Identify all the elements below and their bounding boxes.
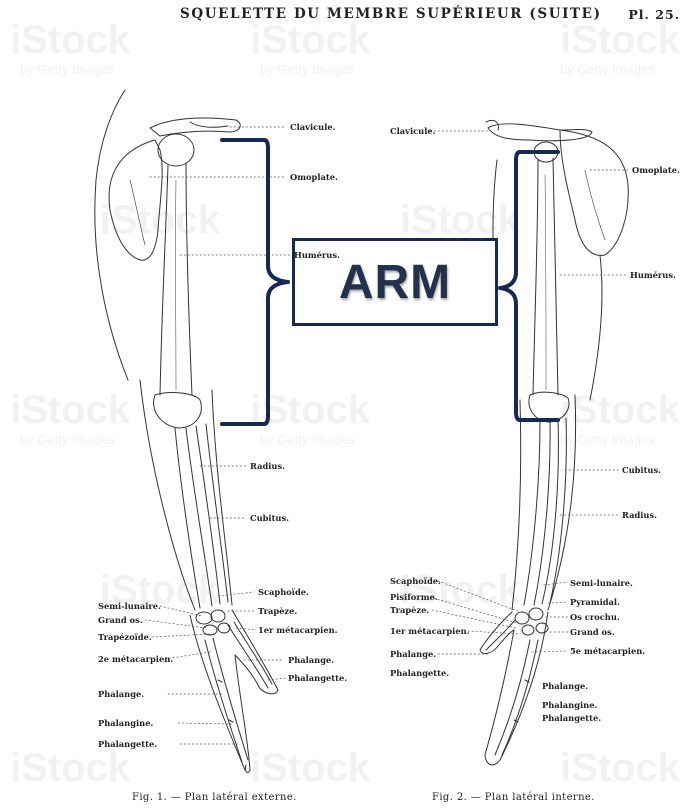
label-clavicule: Clavicule. bbox=[290, 122, 336, 132]
label-5e-metacarpien: 5e métacarpien. bbox=[570, 646, 645, 656]
label-clavicule: Clavicule. bbox=[390, 126, 436, 136]
label-phalange-right: Phalange. bbox=[542, 681, 588, 691]
fig2-caption: Fig. 2. — Plan latéral interne. bbox=[432, 792, 595, 803]
label-trapeze: Trapèze. bbox=[258, 606, 297, 616]
label-phalange-right: Phalange. bbox=[288, 655, 334, 665]
label-radius: Radius. bbox=[250, 461, 285, 471]
label-phalangette-right: Phalangette. bbox=[542, 713, 601, 723]
label-trapeze: Trapèze. bbox=[390, 605, 429, 615]
label-grand-os: Grand os. bbox=[570, 627, 615, 637]
label-trapezoide: Trapézoïde. bbox=[98, 632, 152, 642]
fig2-arm-drawing bbox=[480, 120, 628, 764]
label-phalangine: Phalangine. bbox=[98, 718, 153, 728]
label-1er-metacarpien: 1er métacarpien. bbox=[258, 625, 338, 635]
label-scaphoide: Scaphoïde. bbox=[258, 587, 309, 597]
label-semi-lunaire: Semi-lunaire. bbox=[570, 578, 633, 588]
fig1-caption: Fig. 1. — Plan latéral externe. bbox=[132, 792, 297, 803]
label-semi-lunaire: Semi-lunaire. bbox=[98, 601, 161, 611]
label-radius: Radius. bbox=[622, 510, 657, 520]
label-phalangine: Phalangine. bbox=[542, 700, 597, 710]
label-os-crochu: Os crochu. bbox=[570, 612, 620, 622]
label-scaphoide: Scaphoïde. bbox=[390, 576, 441, 586]
label-2e-metacarpien: 2e métacarpien. bbox=[98, 654, 173, 664]
label-phalange-left: Phalange. bbox=[390, 649, 436, 659]
label-humerus: Humérus. bbox=[630, 270, 676, 280]
left-bracket bbox=[222, 140, 288, 424]
label-cubitus: Cubitus. bbox=[622, 465, 661, 475]
arm-callout-text: ARM bbox=[339, 255, 451, 310]
label-phalangette-left: Phalangette. bbox=[390, 668, 449, 678]
label-pisiforme: Pisiforme. bbox=[390, 592, 438, 602]
label-grand-os: Grand os. bbox=[98, 615, 143, 625]
label-humerus: Humérus. bbox=[294, 250, 340, 260]
label-omoplate: Omoplate. bbox=[632, 165, 680, 175]
right-bracket bbox=[500, 152, 558, 420]
label-phalangette-right: Phalangette. bbox=[288, 673, 347, 683]
label-pyramidal: Pyramidal. bbox=[570, 597, 620, 607]
label-1er-metacarpien: 1er métacarpien. bbox=[390, 626, 470, 636]
label-cubitus: Cubitus. bbox=[250, 513, 289, 523]
label-phalangette-left: Phalangette. bbox=[98, 739, 157, 749]
label-omoplate: Omoplate. bbox=[290, 172, 338, 182]
fig1-arm-drawing bbox=[95, 90, 278, 772]
label-phalange-left: Phalange. bbox=[98, 689, 144, 699]
